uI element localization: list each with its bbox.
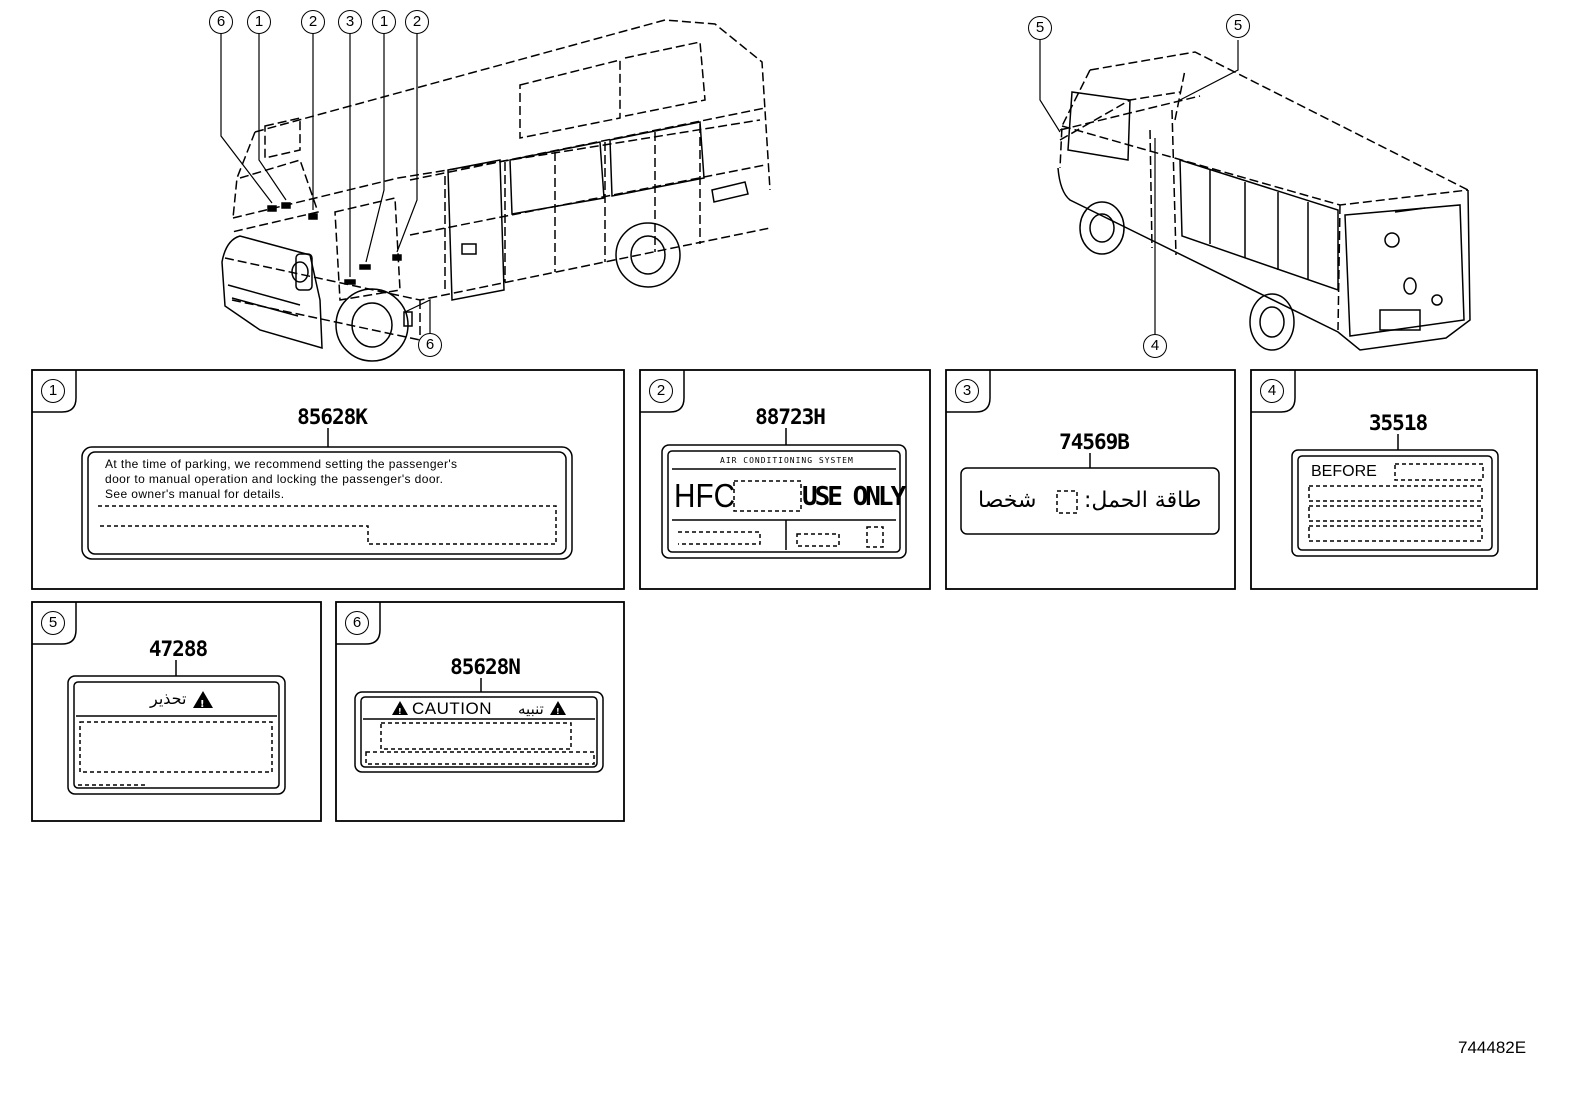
part-number-74569B: 74569B bbox=[1059, 430, 1130, 454]
label-4-before: BEFORE bbox=[1311, 463, 1377, 480]
label-6-arabic-caution: تنبيه bbox=[518, 700, 544, 718]
callout-front-4: 3 bbox=[338, 10, 362, 34]
svg-text:!: ! bbox=[398, 707, 402, 716]
callout-rear-bottom: 4 bbox=[1143, 334, 1167, 358]
callout-front-3: 2 bbox=[301, 10, 325, 34]
label-6-caution: CAUTION bbox=[412, 699, 492, 718]
callout-rear-2: 5 bbox=[1226, 14, 1250, 38]
label-2-header: AIR CONDITIONING SYSTEM bbox=[720, 456, 854, 465]
figure-id: 744482E bbox=[1458, 1038, 1527, 1057]
part-number-85628N: 85628N bbox=[450, 655, 521, 679]
label-1-line-3: See owner's manual for details. bbox=[105, 487, 285, 501]
part-number-85628K: 85628K bbox=[297, 405, 368, 429]
svg-text:!: ! bbox=[200, 699, 205, 710]
callout-front-6: 2 bbox=[405, 10, 429, 34]
label-3-arabic-right: طاقة الحمل: bbox=[1084, 488, 1202, 513]
label-2-use-only: USE ONLY bbox=[802, 482, 906, 512]
panel-3-number: 3 bbox=[955, 379, 979, 403]
panel-2-number: 2 bbox=[649, 379, 673, 403]
panel-4-number: 4 bbox=[1260, 379, 1284, 403]
panel-6-number: 6 bbox=[345, 611, 369, 635]
part-number-35518: 35518 bbox=[1368, 411, 1428, 435]
callout-front-1: 6 bbox=[209, 10, 233, 34]
callout-front-bottom: 6 bbox=[418, 333, 442, 357]
panel-1-number: 1 bbox=[41, 379, 65, 403]
label-1-line-2: door to manual operation and locking the… bbox=[105, 472, 444, 486]
label-2-hfc: HFC bbox=[674, 477, 736, 514]
part-number-47288: 47288 bbox=[148, 637, 208, 661]
callout-front-5: 1 bbox=[372, 10, 396, 34]
part-number-88723H: 88723H bbox=[755, 405, 826, 429]
callout-front-2: 1 bbox=[247, 10, 271, 34]
panel-5-number: 5 bbox=[41, 611, 65, 635]
bus-rear-view bbox=[1059, 51, 1469, 331]
callout-rear-1: 5 bbox=[1028, 16, 1052, 40]
label-3-arabic-left: شخصا bbox=[978, 488, 1037, 513]
svg-text:!: ! bbox=[556, 707, 560, 716]
label-5-arabic-warning: تحذير bbox=[150, 689, 187, 708]
label-1-line-1: At the time of parking, we recommend set… bbox=[105, 457, 458, 471]
